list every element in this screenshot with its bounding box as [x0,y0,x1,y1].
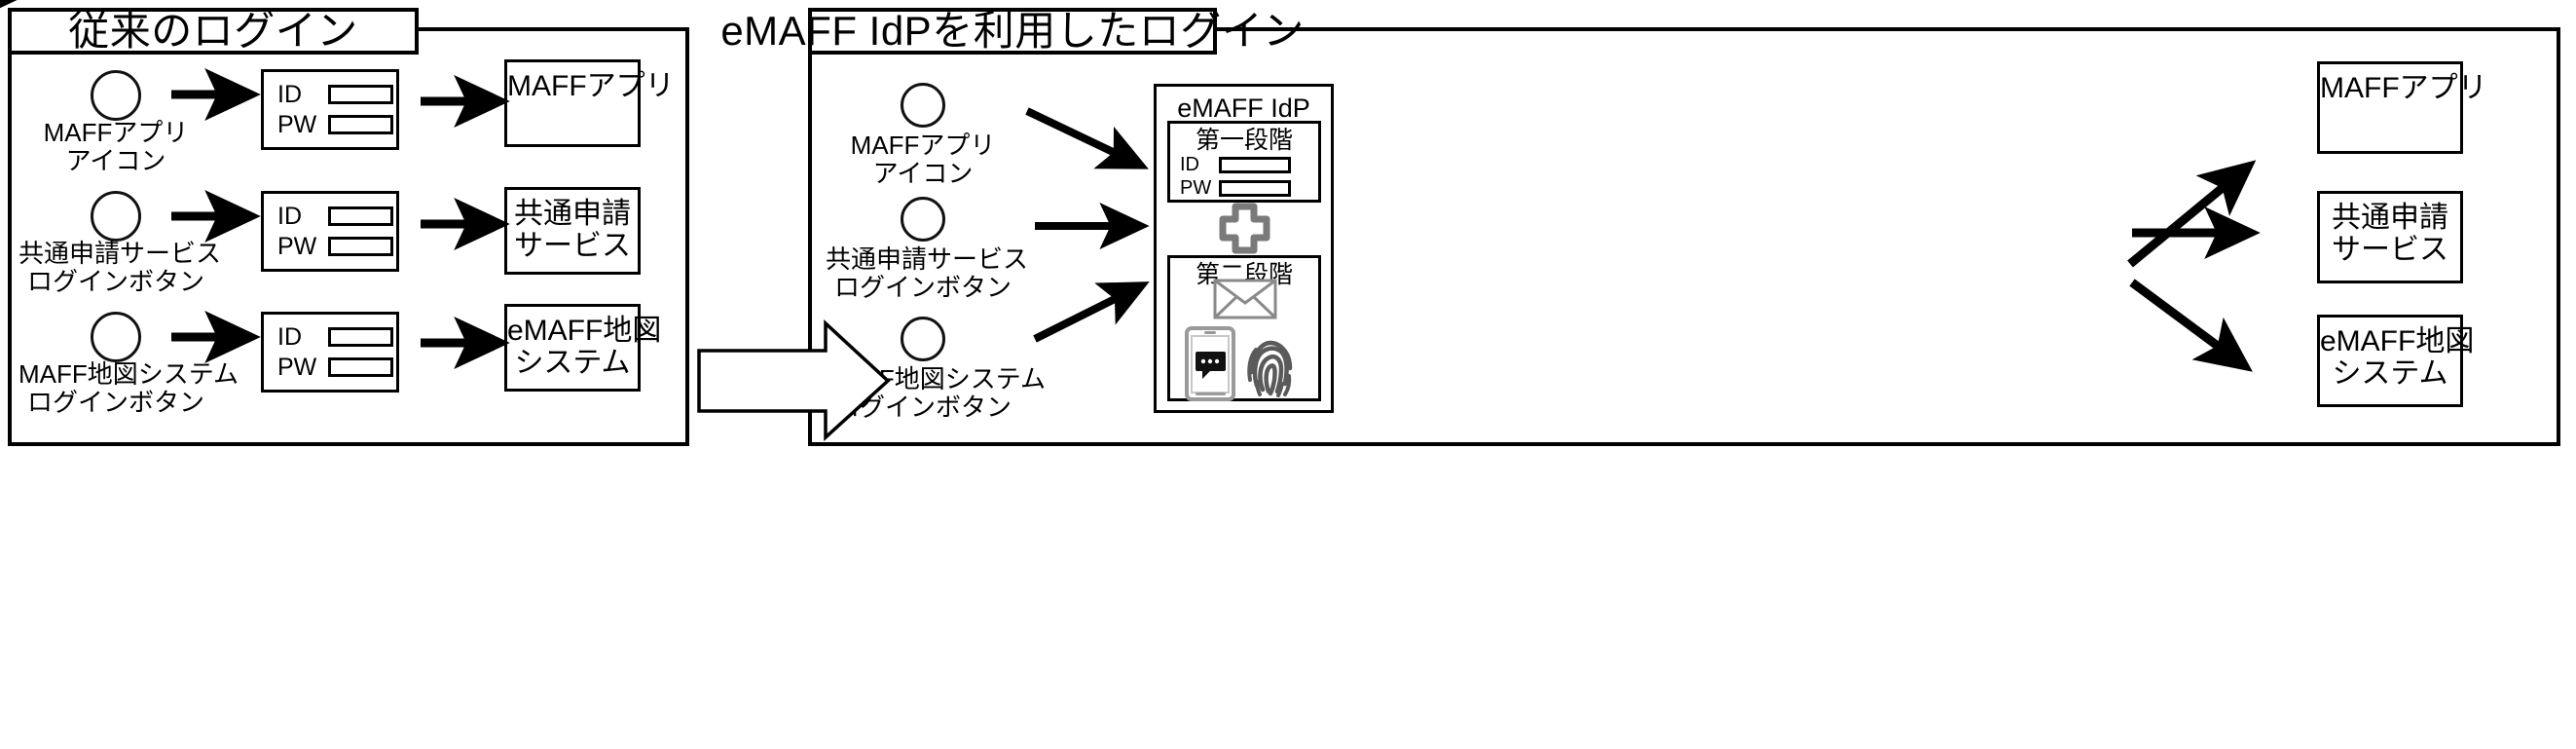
right-panel [808,27,2560,446]
left-row1-entry-circle-icon [91,70,141,121]
right-row2-entry-circle-icon [901,197,945,242]
right-row3-entry-label: MAFF地図システム ログインボタン [826,364,1046,423]
first-stage-pw-row: PW [1180,178,1310,198]
left-row2-id-label: ID [277,202,302,230]
left-row2-login-form: ID PW [261,191,399,272]
left-row2-entry-circle-icon [91,191,141,242]
left-panel-title-box: 従来のログイン [8,8,419,55]
left-row1-id-field[interactable] [328,85,393,104]
left-row1-pw-label: PW [277,110,317,138]
right-row2-entry-label-line2: ログインボタン [833,273,1012,303]
right-row1-entry-label-line2: アイコン [872,159,974,189]
first-stage-id-row: ID [1180,155,1310,174]
left-row3-result-box: eMAFF地図 システム [504,304,662,392]
right-row3-result-box: eMAFF地図 システム [2317,315,2475,407]
left-row2-pw-field[interactable] [328,237,393,256]
left-row1-entry-label: MAFFアプリ アイコン [18,118,213,176]
right-row1-result-box: MAFFアプリ [2317,61,2487,154]
first-stage-id-label: ID [1180,154,1199,175]
left-row3-pw-field[interactable] [328,357,393,377]
first-stage-box: 第一段階 [1167,121,1321,203]
second-stage-box: 第二段階 [1167,255,1321,401]
left-row2-result-line1: 共通申請 [514,198,631,230]
right-row2-result-box: 共通申請 サービス [2317,191,2463,283]
right-row1-result-line1: MAFFアプリ [2320,72,2487,104]
first-stage-form: ID PW [1180,155,1310,200]
right-panel-title: eMAFF IdPを利用したログイン [720,8,1305,54]
left-row3-id-row: ID [277,322,393,351]
left-row1-pw-row: PW [277,110,393,138]
left-row3-result-line1: eMAFF地図 [507,315,662,347]
first-stage-id-field[interactable] [1219,156,1291,173]
left-row3-entry-label: MAFF地図システム ログインボタン [18,359,239,418]
right-panel-title-box: eMAFF IdPを利用したログイン [720,8,1304,55]
left-row1-result-box: MAFFアプリ [504,59,675,147]
left-row2-pw-row: PW [277,232,393,260]
left-row2-result-box: 共通申請 サービス [504,187,641,275]
left-row2-entry-label-line2: ログインボタン [26,267,204,297]
first-stage-pw-field[interactable] [1219,179,1291,197]
emaff-idp-title: eMAFF IdP [1177,94,1310,123]
right-row3-result-line1: eMAFF地図 [2320,325,2475,357]
right-row1-entry-label-line1: MAFFアプリ [850,131,996,160]
right-row2-result-line2: サービス [2332,234,2448,266]
left-row3-login-form: ID PW [261,312,399,393]
left-row3-entry-label-line1: MAFF地図システム [18,359,239,389]
left-row3-id-label: ID [277,322,302,351]
left-row1-id-label: ID [277,80,302,108]
left-row3-pw-label: PW [277,353,317,381]
right-row3-entry-label-line2: ログインボタン [833,393,1012,423]
left-row2-id-field[interactable] [328,206,393,226]
first-stage-title: 第一段階 [1195,127,1293,154]
right-row3-entry-circle-icon [901,317,945,361]
left-row2-result-line2: サービス [514,230,631,262]
right-row2-entry-label-line1: 共通申請サービス [826,244,1029,274]
left-row3-entry-label-line2: ログインボタン [26,388,204,418]
second-stage-title: 第二段階 [1195,261,1293,288]
left-row1-login-form: ID PW [261,69,399,150]
first-stage-pw-label: PW [1180,177,1212,199]
left-row2-entry-label-line1: 共通申請サービス [18,239,222,268]
left-row1-pw-field[interactable] [328,115,393,134]
left-row2-id-row: ID [277,202,393,230]
left-panel-title: 従来のログイン [68,8,358,54]
right-row1-entry-label: MAFFアプリ アイコン [826,131,1020,188]
right-row1-entry-circle-icon [901,83,945,128]
right-row3-result-line2: システム [2332,357,2448,390]
left-row2-pw-label: PW [277,232,317,260]
left-row3-pw-row: PW [277,353,393,381]
right-row2-result-line1: 共通申請 [2332,202,2448,234]
left-row3-id-field[interactable] [328,327,393,347]
left-row3-entry-circle-icon [91,312,141,362]
left-row1-id-row: ID [277,80,393,108]
left-row2-entry-label: 共通申請サービス ログインボタン [18,239,222,297]
left-row1-entry-label-line2: アイコン [65,146,166,176]
left-row1-entry-label-line1: MAFFアプリ [43,118,189,147]
left-row3-result-line2: システム [514,347,631,379]
right-row3-entry-label-line1: MAFF地図システム [826,364,1046,393]
right-row2-entry-label: 共通申請サービス ログインボタン [826,244,1029,303]
left-row1-result-line1: MAFFアプリ [507,70,675,102]
